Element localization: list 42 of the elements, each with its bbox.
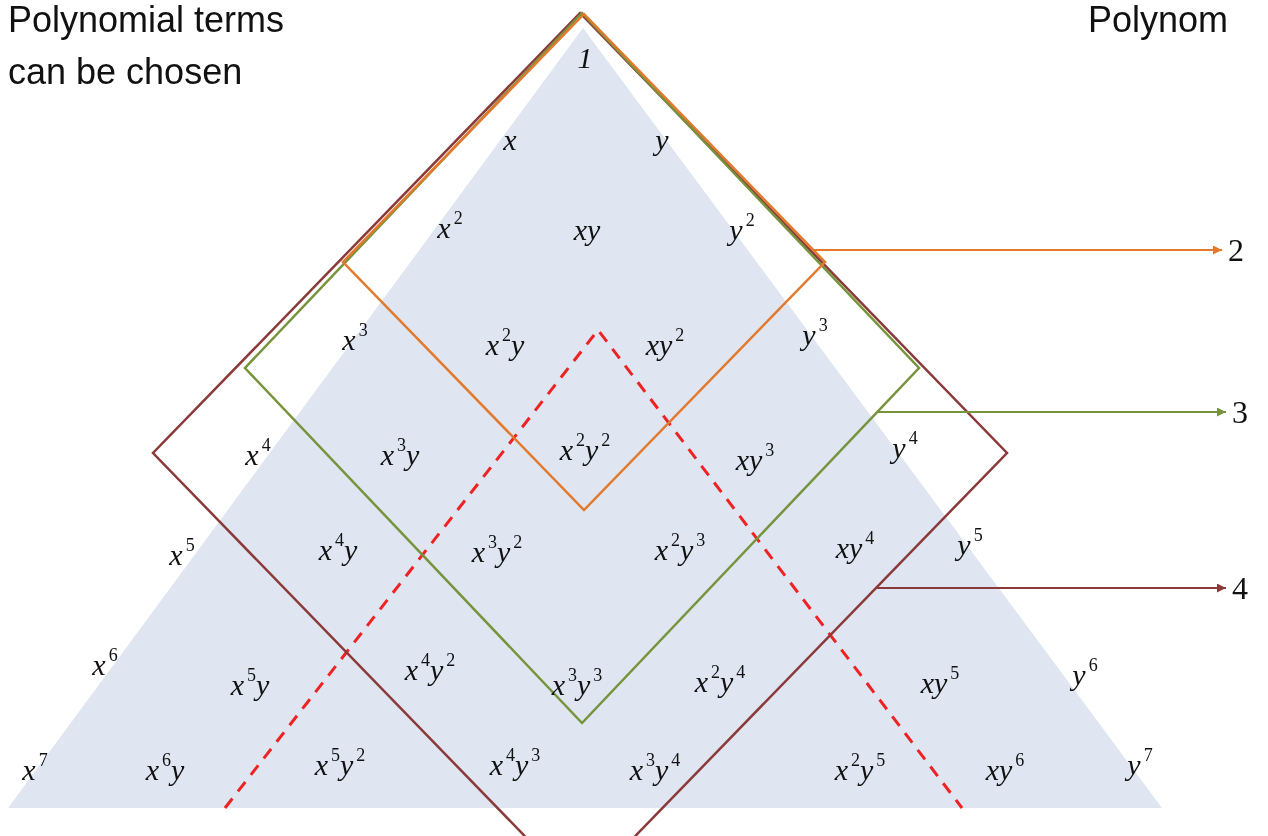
polynomial-term: x$^{3}$y$^{4}$: [629, 755, 681, 785]
arrow: [812, 245, 1223, 255]
heading-text: Polynom: [1088, 0, 1230, 42]
polynomial-term: x$^{6}$y: [145, 755, 185, 785]
polynomial-term: x$^{2}$: [437, 213, 463, 243]
polynomial-term: x$^{4}$y$^{3}$: [489, 750, 541, 780]
polynomial-term: x$^{5}$y: [230, 670, 270, 700]
polynomial-term: x$^{3}$y$^{3}$: [551, 670, 603, 700]
polynomial-term: x: [503, 125, 517, 155]
degree-number: 2: [1228, 232, 1244, 268]
polynomial-term: y: [655, 125, 669, 155]
polynomial-term: x$^{4}$: [245, 440, 271, 470]
polynomial-term: x$^{5}$y$^{2}$: [314, 750, 366, 780]
polynomial-term: x$^{3}$y: [380, 440, 420, 470]
polynomial-term: y$^{6}$: [1072, 660, 1098, 690]
polynomial-term: x$^{3}$: [342, 325, 368, 355]
polynomial-term: x$^{5}$: [169, 540, 195, 570]
polynomial-term: x$^{6}$: [92, 650, 118, 680]
polynomial-term: xy: [573, 215, 601, 245]
polynomial-term: xy$^{6}$: [985, 755, 1025, 785]
polynomial-term: x$^{2}$y$^{2}$: [559, 435, 611, 465]
polynomial-term: x$^{2}$y: [485, 330, 525, 360]
polynomial-term: y$^{4}$: [892, 433, 918, 463]
polynomial-term: y$^{3}$: [802, 320, 828, 350]
polynomial-term: y$^{2}$: [729, 215, 755, 245]
polynomial-term: x$^{4}$y: [318, 535, 358, 565]
arrow: [875, 583, 1227, 593]
polynomial-term: xy$^{5}$: [920, 668, 960, 698]
heading-text: Polynomial terms can be chosen: [8, 0, 286, 95]
polynomial-term: y$^{5}$: [957, 530, 983, 560]
polynomial-term: xy$^{2}$: [645, 330, 685, 360]
polynomial-term: xy$^{3}$: [735, 445, 775, 475]
degree-number: 3: [1232, 394, 1248, 430]
polynomial-term: y$^{7}$: [1127, 750, 1153, 780]
arrow: [876, 407, 1227, 417]
polynomial-term: x$^{4}$y$^{2}$: [404, 655, 456, 685]
polynomial-term: x$^{2}$y$^{4}$: [694, 667, 746, 697]
polynomial-term: x$^{7}$: [22, 755, 48, 785]
polynomial-term: xy$^{4}$: [835, 533, 875, 563]
polynomial-term: x$^{2}$y$^{5}$: [834, 755, 886, 785]
degree-number: 4: [1232, 570, 1248, 606]
polynomial-term: 1: [577, 43, 593, 73]
